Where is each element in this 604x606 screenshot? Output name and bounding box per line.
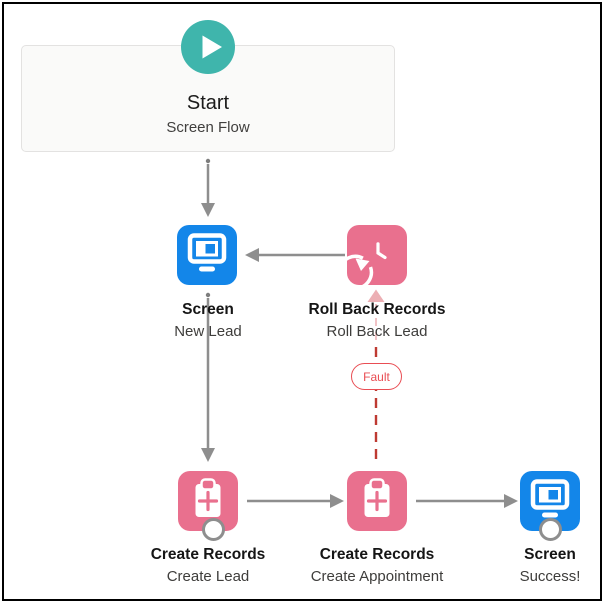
label-create-appointment: Create Records Create Appointment xyxy=(287,544,467,587)
node-subtitle: Success! xyxy=(519,568,581,585)
screen-icon xyxy=(187,233,227,272)
node-screen-success[interactable] xyxy=(520,471,580,531)
connector-appointment-to-success[interactable] xyxy=(416,494,518,508)
connector-rollback-to-screen[interactable] xyxy=(245,248,345,262)
label-create-lead: Create Records Create Lead xyxy=(118,544,298,587)
node-screen-new-lead[interactable] xyxy=(177,225,237,285)
node-title: Screen xyxy=(524,546,576,563)
label-screen-success: Screen Success! xyxy=(460,544,604,587)
connector-create-lead-to-appointment[interactable] xyxy=(247,494,344,508)
start-button[interactable] xyxy=(181,20,235,74)
fault-label-text: Fault xyxy=(363,369,390,384)
node-subtitle: New Lead xyxy=(174,323,242,340)
label-screen-new-lead: Screen New Lead xyxy=(118,299,298,342)
node-title: Create Records xyxy=(150,546,266,563)
clipboard-plus-icon xyxy=(364,478,390,517)
node-create-lead[interactable] xyxy=(178,471,238,531)
play-icon xyxy=(202,35,222,59)
node-title: Roll Back Records xyxy=(308,301,446,318)
node-subtitle: Roll Back Lead xyxy=(326,323,428,340)
fault-connector-label[interactable]: Fault xyxy=(351,363,402,390)
label-rollback-records: Roll Back Records Roll Back Lead xyxy=(287,299,467,342)
node-title: Screen xyxy=(182,301,234,318)
start-subtitle: Screen Flow xyxy=(166,119,250,136)
connector-port-success[interactable] xyxy=(538,517,562,541)
clipboard-plus-icon xyxy=(195,478,221,517)
connector-port-create-lead[interactable] xyxy=(201,517,225,541)
connector-start-to-screen[interactable] xyxy=(201,158,215,217)
history-icon xyxy=(347,242,387,285)
connector-screen-to-create-lead[interactable] xyxy=(201,292,215,462)
screen-icon xyxy=(530,479,570,518)
node-rollback-records[interactable] xyxy=(347,225,407,285)
start-title: Start xyxy=(186,92,230,114)
node-subtitle: Create Appointment xyxy=(310,568,444,585)
node-subtitle: Create Lead xyxy=(166,568,250,585)
node-title: Create Records xyxy=(319,546,435,563)
node-create-appointment[interactable] xyxy=(347,471,407,531)
